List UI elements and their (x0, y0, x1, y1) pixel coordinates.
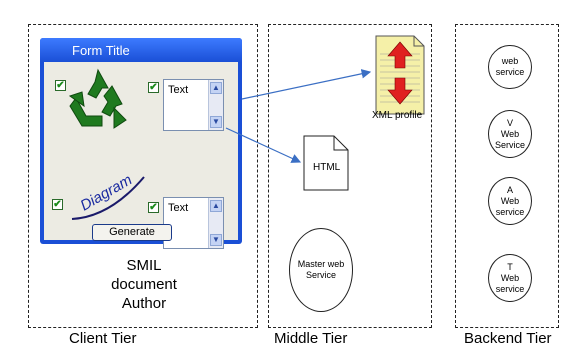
text-field-2[interactable]: Text ▲ ▼ (163, 197, 224, 249)
xml-profile-label: XML profile (372, 110, 423, 121)
backend-service-t: T Web service (488, 254, 532, 302)
backend-service-v: V Web Service (488, 110, 532, 158)
text-field-1-value: Text (168, 84, 189, 96)
html-document-icon (303, 135, 349, 191)
smil-author-label: SMIL document Author (104, 256, 184, 313)
client-tier-box (28, 24, 258, 328)
scroll-up-icon[interactable]: ▲ (210, 82, 222, 94)
scroll-down-icon[interactable]: ▼ (210, 116, 222, 128)
scroll-down-icon[interactable]: ▼ (210, 234, 222, 246)
form-title: Form Title (72, 43, 130, 58)
diagram-checkbox[interactable]: ✔ (52, 199, 63, 210)
smil-line-3: Author (121, 295, 167, 312)
middle-tier-box (268, 24, 432, 328)
master-web-service: Master web Service (289, 228, 353, 312)
form-titlebar: Form Title (40, 38, 242, 62)
text-field-1[interactable]: Text ▲ ▼ (163, 79, 224, 131)
xml-profile-icon (375, 35, 425, 115)
recycle-icon (68, 68, 127, 129)
text-field-1-scrollbar[interactable]: ▲ ▼ (208, 80, 223, 130)
text-field-2-value: Text (168, 202, 189, 214)
textbox2-checkbox[interactable]: ✔ (148, 202, 159, 213)
scroll-up-icon[interactable]: ▲ (210, 200, 222, 212)
text-field-2-scrollbar[interactable]: ▲ ▼ (208, 198, 223, 248)
form-body: ✔ ✔ Text ▲ ▼ ✔ Diagram ✔ Text (44, 62, 238, 249)
smil-line-1: SMIL (126, 257, 162, 274)
backend-tier-label: Backend Tier (464, 330, 552, 347)
backend-tier-box (455, 24, 559, 328)
client-tier-label: Client Tier (69, 330, 137, 347)
form-window: Form Title ✔ ✔ Text ▲ ▼ ✔ Diagram ✔ (40, 38, 242, 249)
middle-tier-label: Middle Tier (274, 330, 348, 347)
backend-service-a: A Web service (488, 177, 532, 225)
diagram-logo: Diagram (71, 171, 145, 220)
textbox1-checkbox[interactable]: ✔ (148, 82, 159, 93)
generate-button[interactable]: Generate (92, 224, 172, 241)
recycle-checkbox[interactable]: ✔ (55, 80, 66, 91)
html-label: HTML (313, 162, 341, 173)
backend-service-1: web service (488, 45, 532, 89)
smil-line-2: document (111, 276, 177, 293)
